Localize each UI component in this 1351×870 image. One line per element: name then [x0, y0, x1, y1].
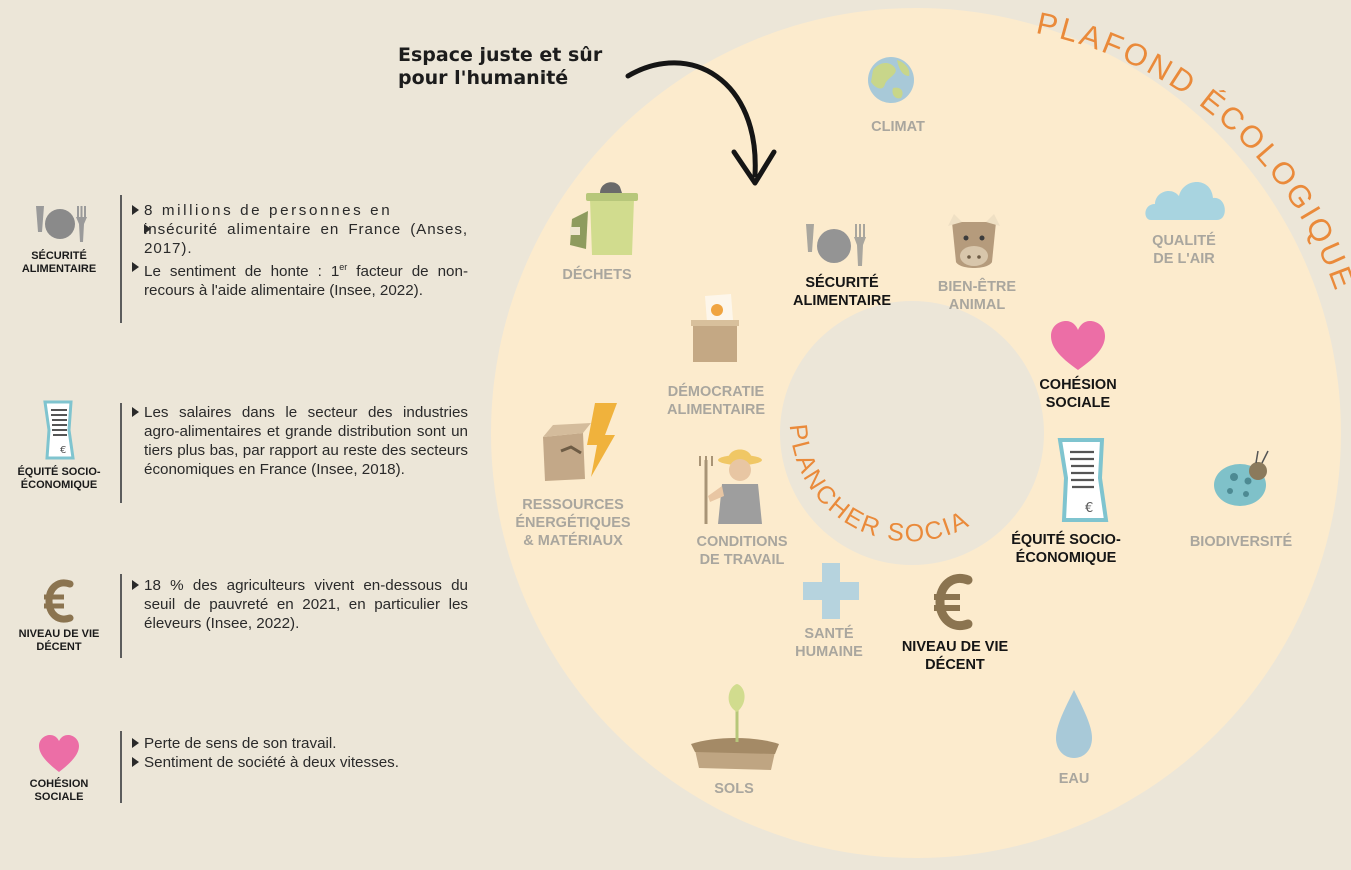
label-line: SOLS — [714, 781, 754, 797]
label-line: QUALITÉ — [1152, 233, 1216, 249]
bullet-item: Sentiment de société à deux vitesses. — [132, 753, 468, 772]
label-line: SÉCURITÉ — [805, 275, 879, 291]
label-line: ÉQUITÉ SOCIO- — [1011, 532, 1121, 548]
plate-cutlery-icon — [806, 224, 866, 266]
label-line: & MATÉRIAUX — [523, 533, 623, 549]
sidebar-text: 8 millions de personnes en insécurité al… — [132, 201, 468, 300]
sidebar-label: NIVEAU DE VIE — [18, 628, 100, 640]
plate-cutlery-icon — [36, 206, 87, 242]
label-line: ÉNERGÉTIQUES — [515, 515, 631, 531]
label-line: CONDITIONS — [696, 534, 788, 550]
euro-icon — [934, 574, 973, 630]
sidebar-label: SÉCURITÉ — [31, 250, 87, 262]
label-working-conditions: CONDITIONS DE TRAVAIL — [696, 533, 787, 569]
bullet-item: 8 millions de personnes en — [132, 201, 468, 220]
inner-hole — [780, 301, 1044, 565]
divider — [120, 403, 122, 503]
label-line: DÉCENT — [925, 657, 985, 673]
label-water: EAU — [1059, 770, 1090, 788]
label-climat: CLIMAT — [871, 118, 925, 136]
cloud-icon — [1145, 182, 1225, 220]
label-line: ANIMAL — [948, 297, 1006, 313]
heart-icon — [1051, 321, 1105, 370]
bullet-item: Le sentiment de honte : 1er facteur de n… — [132, 258, 468, 300]
sidebar-text: Perte de sens de son travail. Sentiment … — [132, 734, 468, 772]
label-line: NIVEAU DE VIE — [901, 639, 1009, 655]
callout-line: pour l'humanité — [398, 67, 569, 89]
sprout-soil-icon — [691, 684, 779, 770]
label-animal-welfare: BIEN-ÊTRE ANIMAL — [938, 278, 1016, 314]
label-soils: SOLS — [714, 780, 753, 798]
euro-icon — [44, 579, 74, 623]
label-line: BIEN-ÊTRE — [937, 279, 1017, 295]
sidebar-text: 18 % des agriculteurs vivent en-dessous … — [132, 576, 468, 633]
svg-text:€: € — [60, 445, 66, 456]
svg-text:€: € — [1085, 501, 1093, 516]
label-line: DE L'AIR — [1153, 251, 1215, 267]
callout-line: Espace juste et sûr — [398, 44, 603, 66]
sidebar-icon-cell: SÉCURITÉ ALIMENTAIRE — [0, 202, 118, 276]
sidebar-icon-cell: NIVEAU DE VIE DÉCENT — [0, 578, 118, 654]
label-line: DÉMOCRATIE — [667, 384, 765, 400]
sidebar-icon-cell: € ÉQUITÉ SOCIO- ÉCONOMIQUE — [0, 400, 118, 492]
bullet-item: Perte de sens de son travail. — [132, 734, 468, 753]
earth-icon — [868, 57, 914, 103]
ladybug-icon — [1214, 450, 1269, 506]
sidebar-icon-cell: COHÉSION SOCIALE — [0, 734, 118, 804]
trash-bin-icon — [570, 182, 638, 255]
label-energy-resources: RESSOURCES ÉNERGÉTIQUES & MATÉRIAUX — [515, 496, 630, 550]
label-food-democracy: DÉMOCRATIE ALIMENTAIRE — [667, 383, 765, 419]
divider — [120, 195, 122, 323]
callout-arrow — [625, 60, 758, 178]
bullet-item: 18 % des agriculteurs vivent en-dessous … — [132, 576, 468, 633]
label-line: COHÉSION — [1039, 377, 1117, 393]
label-human-health: SANTÉ HUMAINE — [795, 625, 863, 661]
sidebar-label: ÉQUITÉ SOCIO- — [17, 466, 101, 478]
sidebar-label: SOCIALE — [34, 791, 84, 803]
water-drop-icon — [1056, 690, 1092, 758]
payslip-icon: € — [43, 400, 75, 460]
sidebar-text: Les salaires dans le secteur des industr… — [132, 403, 468, 479]
energy-box-icon — [543, 403, 617, 481]
farmer-icon — [699, 449, 762, 524]
label-line: EAU — [1058, 771, 1090, 787]
sidebar-label: COHÉSION — [29, 778, 89, 790]
label-biodiversity: BIODIVERSITÉ — [1190, 533, 1292, 551]
label-food-security: SÉCURITÉ ALIMENTAIRE — [793, 274, 891, 310]
label-line: HUMAINE — [795, 644, 863, 660]
label-air-quality: QUALITÉ DE L'AIR — [1152, 232, 1216, 268]
label-line: SOCIALE — [1045, 395, 1111, 411]
superscript: er — [339, 262, 348, 272]
label-line: RESSOURCES — [522, 497, 624, 513]
cow-icon — [948, 214, 1000, 268]
ballot-box-icon — [691, 294, 739, 362]
heart-icon — [39, 735, 79, 772]
label-line: ALIMENTAIRE — [666, 402, 766, 418]
divider — [120, 731, 122, 803]
sidebar-label: DÉCENT — [36, 641, 82, 653]
label-decent-living: NIVEAU DE VIE DÉCENT — [902, 638, 1008, 674]
divider — [120, 574, 122, 658]
label-line: DÉCHETS — [562, 267, 632, 283]
label-socio-economic-equity: ÉQUITÉ SOCIO- ÉCONOMIQUE — [1011, 531, 1121, 567]
arrow-head — [731, 149, 777, 186]
sidebar-label: ÉCONOMIQUE — [20, 479, 98, 491]
label-line: DE TRAVAIL — [699, 552, 785, 568]
payslip-icon: € — [1057, 438, 1109, 522]
bullet-continuation: insécurité alimentaire en France (Anses,… — [144, 221, 468, 257]
bullet-item: Les salaires dans le secteur des industr… — [132, 403, 468, 479]
label-line: BIODIVERSITÉ — [1189, 534, 1293, 550]
label-line: CLIMAT — [871, 119, 925, 135]
label-line: SANTÉ — [804, 626, 854, 642]
callout-text: Espace juste et sûr pour l'humanité — [398, 44, 602, 90]
sidebar-label: ALIMENTAIRE — [21, 263, 97, 275]
label-waste: DÉCHETS — [562, 266, 631, 284]
label-social-cohesion: COHÉSION SOCIALE — [1039, 376, 1116, 412]
label-line: ÉCONOMIQUE — [1015, 550, 1117, 566]
medical-cross-icon — [803, 563, 859, 619]
label-line: ALIMENTAIRE — [792, 293, 892, 309]
